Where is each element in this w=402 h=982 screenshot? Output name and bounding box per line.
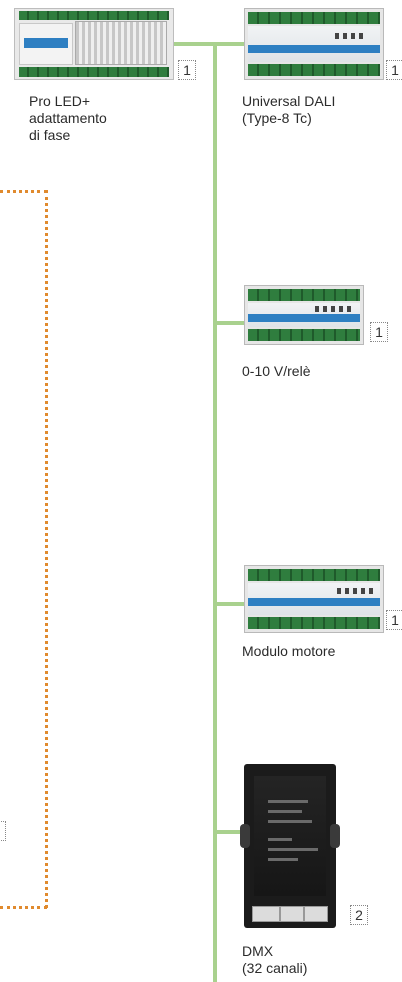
bus-link-proled [173, 42, 245, 46]
device-label-relay-0-10v: 0-10 V/relè [242, 363, 311, 379]
device-label-pro-led: Pro LED+ adattamento di fase [29, 93, 107, 143]
qty-badge-relay-0-10v: 1 [370, 322, 388, 342]
dotted-boundary-bottom [0, 906, 47, 909]
universal-dali-module-image [244, 8, 384, 80]
qty-badge-dmx: 2 [350, 905, 368, 925]
dotted-boundary-right [45, 190, 48, 908]
device-label-universal-dali: Universal DALI (Type-8 Tc) [242, 93, 336, 126]
qty-badge-pro-led: 1 [178, 60, 196, 80]
pro-led-module-image [14, 8, 174, 80]
device-label-motor-module: Modulo motore [242, 643, 336, 659]
dmx-unit-image [240, 764, 340, 928]
bus-link-dali [213, 42, 245, 46]
bus-link-motor [213, 602, 245, 606]
qty-badge-universal-dali: 1 [386, 60, 402, 80]
device-label-dmx: DMX (32 canali) [242, 943, 308, 976]
bus-link-relay [213, 321, 245, 325]
motor-module-image [244, 565, 384, 633]
relay-0-10v-module-image [244, 285, 364, 345]
bus-main-vertical [213, 42, 217, 982]
bus-link-dmx [213, 830, 245, 834]
partial-badge-left [0, 821, 6, 841]
qty-badge-motor-module: 1 [386, 610, 402, 630]
dotted-boundary-top [0, 190, 47, 193]
